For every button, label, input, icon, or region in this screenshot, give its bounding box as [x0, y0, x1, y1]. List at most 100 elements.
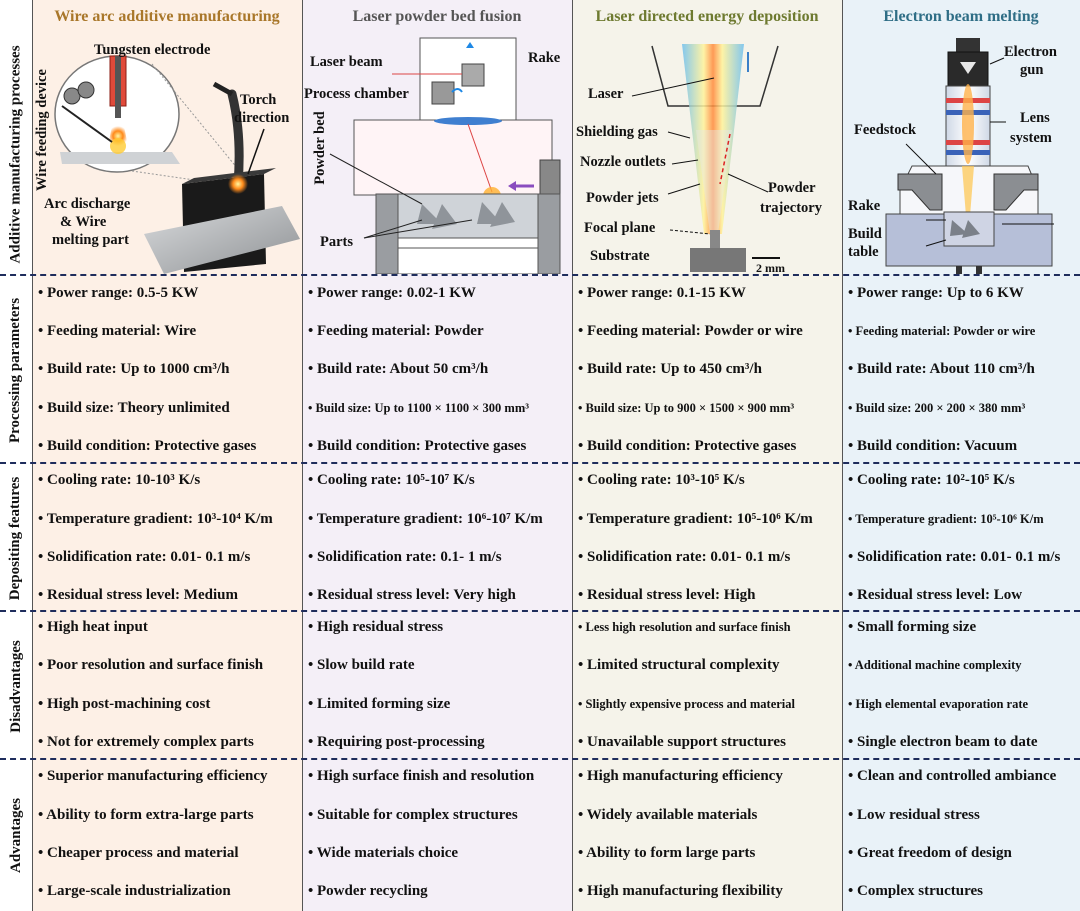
disadvantages-item: • Slow build rate [308, 657, 415, 673]
row-label-text: Processing parameters [7, 297, 24, 443]
depositing-item: • Solidification rate: 0.01- 0.1 m/s [848, 549, 1061, 565]
row-separator [0, 274, 1080, 276]
lded-label-nozzle-outlets: Nozzle outlets [580, 154, 666, 170]
depositing-item: • Cooling rate: 10³-10⁵ K/s [578, 472, 745, 488]
row-separator [0, 462, 1080, 464]
params-item: • Build rate: About 110 cm³/h [848, 361, 1035, 377]
lded-label-scale: 2 mm [756, 261, 785, 275]
col-divider [572, 0, 573, 911]
ebm-label-build: Build [848, 226, 882, 242]
params-item: • Build rate: About 50 cm³/h [308, 361, 489, 377]
params-item: • Feeding material: Powder or wire [848, 324, 1036, 338]
advantages-item: • Clean and controlled ambiance [848, 768, 1057, 784]
waam-label-arc-1: Arc discharge [44, 196, 131, 212]
params-item: • Build size: Theory unlimited [38, 400, 230, 416]
lded-label-powder-jets: Powder jets [586, 190, 659, 206]
params-item: • Build rate: Up to 450 cm³/h [578, 361, 762, 377]
ebm-label-lens: Lens [1020, 110, 1050, 126]
column-header-lpbf: Laser powder bed fusion [352, 8, 522, 25]
row-label-text: Additive manufacturing processes [7, 44, 24, 264]
params-item: • Power range: Up to 6 KW [848, 285, 1024, 301]
lded-label-laser: Laser [588, 86, 624, 102]
advantages-item: • Cheaper process and material [38, 845, 239, 861]
depositing-item: • Residual stress level: Very high [308, 587, 516, 603]
row-label-depositing: Depositing features [0, 464, 32, 612]
disadvantages-item: • Slightly expensive process and materia… [578, 697, 795, 711]
params-item: • Build rate: Up to 1000 cm³/h [38, 361, 230, 377]
disadvantages-item: • High residual stress [308, 619, 444, 635]
lded-label-powder: Powder [768, 180, 816, 196]
lded-label-shielding-gas: Shielding gas [576, 124, 658, 140]
params-item: • Build condition: Protective gases [578, 438, 797, 454]
row-label-text: Depositing features [7, 476, 24, 600]
waam-label-tungsten: Tungsten electrode [94, 42, 211, 58]
ebm-label-table: table [848, 244, 879, 260]
disadvantages-item: • High elemental evaporation rate [848, 697, 1029, 711]
advantages-item: • Wide materials choice [308, 845, 459, 861]
disadvantages-item: • Poor resolution and surface finish [38, 657, 264, 673]
column-header-lded: Laser directed energy deposition [595, 8, 819, 25]
depositing-item: • Cooling rate: 10-10³ K/s [38, 472, 201, 488]
row-label-text: Advantages [7, 797, 24, 874]
lpbf-label-powder-bed: Powder bed [312, 111, 328, 185]
advantages-item: • High manufacturing efficiency [578, 768, 783, 784]
depositing-item: • Solidification rate: 0.1- 1 m/s [308, 549, 502, 565]
params-item: • Power range: 0.1-15 KW [578, 285, 746, 301]
depositing-item: • Cooling rate: 10⁵-10⁷ K/s [308, 472, 475, 488]
ebm-label-feedstock: Feedstock [854, 122, 917, 138]
disadvantages-item: • High post-machining cost [38, 696, 211, 712]
disadvantages-item: • Limited structural complexity [578, 657, 780, 673]
params-item: • Power range: 0.02-1 KW [308, 285, 476, 301]
disadvantages-item: • High heat input [38, 619, 148, 635]
params-item: • Build size: Up to 900 × 1500 × 900 mm³ [578, 401, 795, 415]
disadvantages-item: • Less high resolution and surface finis… [578, 620, 791, 634]
disadvantages-item: • Additional machine complexity [848, 658, 1022, 672]
row-label-advantages: Advantages [0, 760, 32, 911]
lpbf-label-rake: Rake [528, 50, 561, 66]
col-divider [302, 0, 303, 911]
params-item: • Build size: 200 × 200 × 380 mm³ [848, 401, 1026, 415]
ebm-label-rake: Rake [848, 198, 881, 214]
row-label-processes: Additive manufacturing processes [0, 34, 32, 274]
params-item: • Power range: 0.5-5 KW [38, 285, 199, 301]
params-item: • Feeding material: Wire [38, 323, 197, 339]
params-item: • Feeding material: Powder [308, 323, 484, 339]
advantages-item: • Great freedom of design [848, 845, 1012, 861]
advantages-item: • Low residual stress [848, 807, 980, 823]
advantages-item: • High surface finish and resolution [308, 768, 535, 784]
depositing-item: • Temperature gradient: 10⁵-10⁶ K/m [578, 511, 813, 527]
ebm-label-system: system [1010, 130, 1052, 146]
disadvantages-item: • Single electron beam to date [848, 734, 1038, 750]
column-header-waam: Wire arc additive manufacturing [54, 8, 280, 25]
waam-label-torch: Torch [240, 92, 277, 108]
col-divider [842, 0, 843, 911]
lpbf-label-laser-beam: Laser beam [310, 54, 383, 70]
advantages-item: • Powder recycling [308, 883, 428, 899]
lded-label-substrate: Substrate [590, 248, 650, 264]
advantages-item: • Suitable for complex structures [308, 807, 518, 823]
lded-label-focal-plane: Focal plane [584, 220, 656, 236]
advantages-item: • Large-scale industrialization [38, 883, 231, 899]
waam-label-arc-3: melting part [52, 232, 129, 248]
depositing-item: • Cooling rate: 10²-10⁵ K/s [848, 472, 1015, 488]
waam-diagram: Tungsten electrode Wire feeding device T… [32, 34, 302, 274]
depositing-item: • Residual stress level: Low [848, 587, 1023, 603]
params-item: • Build condition: Protective gases [38, 438, 257, 454]
params-item: • Feeding material: Powder or wire [578, 323, 803, 339]
disadvantages-item: • Requiring post-processing [308, 734, 485, 750]
ebm-label-gun: gun [1020, 62, 1044, 78]
depositing-item: • Solidification rate: 0.01- 0.1 m/s [38, 549, 251, 565]
row-label-disadvantages: Disadvantages [0, 612, 32, 760]
disadvantages-item: • Unavailable support structures [578, 734, 786, 750]
row-label-params: Processing parameters [0, 276, 32, 464]
advantages-item: • Widely available materials [578, 807, 758, 823]
column-header-ebm: Electron beam melting [883, 8, 1039, 25]
depositing-item: • Residual stress level: High [578, 587, 756, 603]
row-separator [0, 610, 1080, 612]
ebm-diagram: Electron gun Lens system Feedstock Rake … [842, 34, 1080, 274]
advantages-item: • Superior manufacturing efficiency [38, 768, 268, 784]
params-item: • Build condition: Vacuum [848, 438, 1018, 454]
waam-label-direction: direction [234, 110, 290, 126]
disadvantages-item: • Small forming size [848, 619, 977, 635]
